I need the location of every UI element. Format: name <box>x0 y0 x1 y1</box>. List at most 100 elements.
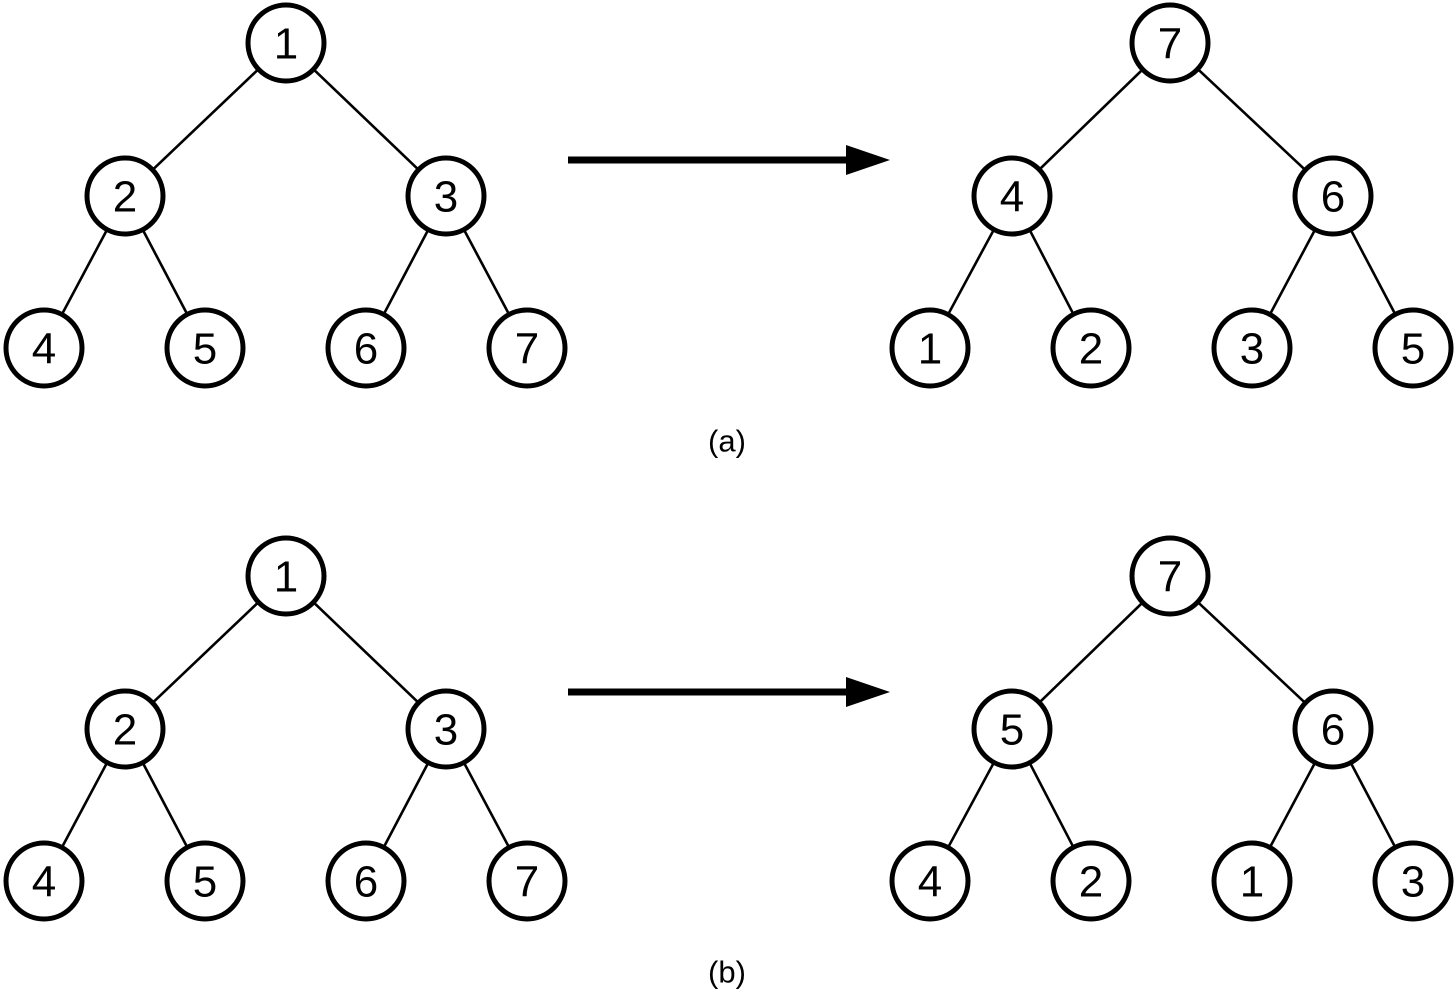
node-label: 3 <box>434 173 458 222</box>
node-label: 7 <box>1158 20 1182 69</box>
node-circle <box>405 155 487 237</box>
tree-node-b-left-4[interactable]: 4 <box>3 840 85 922</box>
tree-edge-b-right <box>1196 600 1307 705</box>
node-label: 4 <box>918 858 942 907</box>
panel-caption-a: (a) <box>708 424 746 459</box>
tree-edge-b-left <box>141 761 189 849</box>
node-label: 7 <box>1158 553 1182 602</box>
arrow-head-icon <box>846 677 890 707</box>
tree-edge-b-left <box>150 600 261 705</box>
node-label: 1 <box>918 325 942 374</box>
node-circle <box>3 840 85 922</box>
edges-layer <box>60 67 1397 850</box>
tree-node-a-left-4[interactable]: 4 <box>3 307 85 389</box>
arrows-layer <box>568 145 890 707</box>
tree-edge-a-right <box>1268 228 1317 316</box>
tree-node-b-left-3[interactable]: 3 <box>405 688 487 770</box>
node-circle <box>1129 535 1211 617</box>
node-circle <box>486 840 568 922</box>
tree-node-a-right-5[interactable]: 5 <box>1372 307 1454 389</box>
tree-node-b-left-5[interactable]: 5 <box>164 840 246 922</box>
tree-edge-a-left <box>150 67 261 172</box>
node-label: 6 <box>1321 173 1345 222</box>
tree-node-a-left-1[interactable]: 1 <box>245 2 327 84</box>
tree-node-a-right-2[interactable]: 2 <box>1050 307 1132 389</box>
tree-edge-a-right <box>1037 67 1145 172</box>
node-label: 2 <box>1079 325 1103 374</box>
tree-node-b-right-4[interactable]: 4 <box>889 840 971 922</box>
node-circle <box>245 535 327 617</box>
tree-node-b-right-2[interactable]: 2 <box>1050 840 1132 922</box>
tree-edge-a-left <box>311 67 421 172</box>
node-circle <box>1211 840 1293 922</box>
tree-node-a-left-5[interactable]: 5 <box>164 307 246 389</box>
node-label: 3 <box>1401 858 1425 907</box>
node-circle <box>486 307 568 389</box>
tree-node-b-right-1[interactable]: 1 <box>1211 840 1293 922</box>
node-circle <box>1211 307 1293 389</box>
tree-edge-b-right <box>1037 600 1145 705</box>
tree-node-a-right-4[interactable]: 4 <box>971 155 1053 237</box>
tree-node-a-left-7[interactable]: 7 <box>486 307 568 389</box>
tree-node-b-right-5[interactable]: 5 <box>971 688 1053 770</box>
node-circle <box>1292 155 1374 237</box>
node-label: 4 <box>32 858 56 907</box>
tree-edge-a-right <box>1196 67 1307 172</box>
node-circle <box>1292 688 1374 770</box>
node-circle <box>164 840 246 922</box>
panel-caption-b: (b) <box>708 955 746 990</box>
node-circle <box>1372 840 1454 922</box>
tree-node-b-left-1[interactable]: 1 <box>245 535 327 617</box>
tree-node-b-right-3[interactable]: 3 <box>1372 840 1454 922</box>
node-label: 3 <box>434 706 458 755</box>
tree-node-b-left-6[interactable]: 6 <box>325 840 407 922</box>
tree-edge-b-left <box>462 761 511 849</box>
tree-edge-a-right <box>946 227 996 317</box>
node-label: 5 <box>193 858 217 907</box>
tree-node-b-left-7[interactable]: 7 <box>486 840 568 922</box>
tree-node-b-left-2[interactable]: 2 <box>84 688 166 770</box>
tree-node-a-left-2[interactable]: 2 <box>84 155 166 237</box>
tree-node-a-right-3[interactable]: 3 <box>1211 307 1293 389</box>
tree-node-b-right-7[interactable]: 7 <box>1129 535 1211 617</box>
tree-node-a-right-1[interactable]: 1 <box>889 307 971 389</box>
tree-node-a-left-3[interactable]: 3 <box>405 155 487 237</box>
node-circle <box>889 840 971 922</box>
tree-edge-a-left <box>382 228 430 316</box>
node-label: 6 <box>354 325 378 374</box>
node-label: 3 <box>1240 325 1264 374</box>
tree-edge-b-right <box>946 760 996 850</box>
transform-arrow-b <box>568 677 890 707</box>
arrow-head-icon <box>846 145 890 175</box>
node-circle <box>1050 307 1132 389</box>
tree-edge-b-right <box>1027 761 1076 849</box>
tree-node-a-left-6[interactable]: 6 <box>325 307 407 389</box>
node-circle <box>325 840 407 922</box>
node-circle <box>84 688 166 770</box>
tree-edge-b-left <box>311 600 421 705</box>
node-circle <box>3 307 85 389</box>
node-label: 5 <box>1000 706 1024 755</box>
tree-edge-a-right <box>1027 228 1076 316</box>
tree-edge-a-left <box>462 228 511 316</box>
tree-node-a-right-7[interactable]: 7 <box>1129 2 1211 84</box>
node-label: 7 <box>515 325 539 374</box>
tree-edge-b-left <box>60 761 109 849</box>
node-label: 5 <box>1401 325 1425 374</box>
node-label: 5 <box>193 325 217 374</box>
tree-edge-b-right <box>1268 761 1317 849</box>
tree-node-b-right-6[interactable]: 6 <box>1292 688 1374 770</box>
node-circle <box>1372 307 1454 389</box>
node-label: 4 <box>1000 173 1024 222</box>
tree-edge-b-left <box>382 761 430 849</box>
tree-edge-b-right <box>1349 761 1397 849</box>
node-label: 7 <box>515 858 539 907</box>
node-label: 1 <box>1240 858 1264 907</box>
captions-layer: (a) (b) <box>708 424 746 990</box>
node-label: 2 <box>113 706 137 755</box>
node-label: 1 <box>274 553 298 602</box>
node-circle <box>84 155 166 237</box>
tree-node-a-right-6[interactable]: 6 <box>1292 155 1374 237</box>
